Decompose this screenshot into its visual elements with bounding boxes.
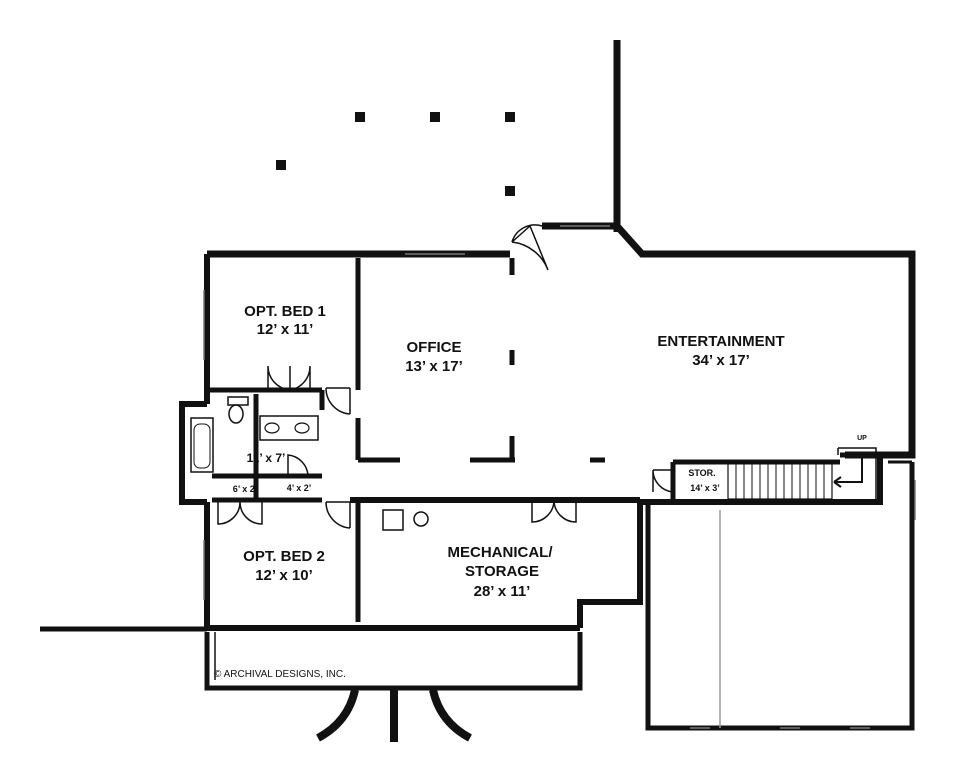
stair-up-label: UP — [857, 435, 867, 442]
room-size-mechanical: 28’ x 11’ — [474, 583, 531, 600]
room-name-opt-bed-1: OPT. BED 1 — [244, 303, 326, 320]
room-size-closet-b: 4’ x 2’ — [287, 483, 312, 493]
bath-bumpout — [179, 396, 319, 505]
copyright-notice: © ARCHIVAL DESIGNS, INC. — [214, 669, 346, 680]
room-name-office: OFFICE — [407, 339, 462, 356]
door-swings — [217, 224, 674, 529]
room-name-storage-small: STOR. — [688, 468, 715, 478]
room-name-opt-bed-2: OPT. BED 2 — [243, 548, 325, 565]
room-name-storage: STORAGE — [465, 563, 539, 580]
windows — [203, 225, 916, 729]
mechanical-equipment — [382, 509, 429, 531]
interior-walls — [207, 258, 848, 622]
room-size-storage-small: 14’ x 3’ — [690, 483, 720, 493]
room-name-entertainment: ENTERTAINMENT — [657, 333, 784, 350]
room-size-entertainment: 34’ x 17’ — [692, 352, 750, 369]
stairs — [727, 447, 877, 500]
room-size-office: 13’ x 17’ — [405, 358, 463, 375]
room-size-opt-bed-1: 12’ x 11’ — [257, 321, 314, 338]
room-name-mechanical: MECHANICAL/ — [448, 544, 554, 561]
retaining-walls — [316, 689, 472, 742]
exterior-walls — [40, 40, 916, 731]
deck-posts — [276, 112, 515, 196]
room-size-opt-bed-2: 12’ x 10’ — [255, 567, 313, 584]
room-size-bath: 11’ x 7’ — [247, 451, 286, 465]
room-size-closet-a: 6’ x 2’ — [233, 484, 258, 494]
